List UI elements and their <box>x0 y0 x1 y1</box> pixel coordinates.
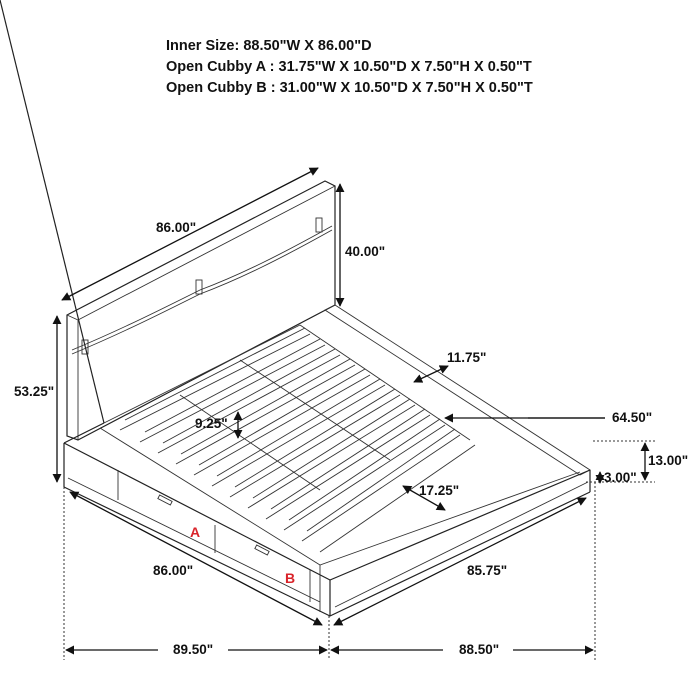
platform-frame <box>0 0 591 617</box>
headboard-width-dim: 86.00" <box>156 220 196 235</box>
slat-length-dim: 64.50" <box>612 410 652 425</box>
foot-length-dim: 85.75" <box>467 563 507 578</box>
cubby-a-label: A <box>190 524 200 540</box>
side-ledge-dim: 17.25" <box>419 483 459 498</box>
cubby-a-spec: Open Cubby A : 31.75"W X 10.50"D X 7.50"… <box>166 59 532 75</box>
overall-width-dim: 88.50" <box>459 642 499 657</box>
inner-size-spec: Inner Size: 88.50"W X 86.00"D <box>166 38 372 54</box>
rail-height-dim: 9.25" <box>195 416 228 431</box>
side-length-dim: 86.00" <box>153 563 193 578</box>
cubby-b-label: B <box>285 570 295 586</box>
headboard <box>66 180 336 441</box>
shelf-depth-dim: 11.75" <box>447 350 486 365</box>
overall-height-dim: 53.25" <box>14 384 54 399</box>
platform-height-dim: 13.00" <box>648 453 688 468</box>
cubby-b-spec: Open Cubby B : 31.00"W X 10.50"D X 7.50"… <box>166 80 533 96</box>
dimension-lines <box>52 167 655 660</box>
headboard-height-dim: 40.00" <box>345 244 385 259</box>
base-height-dim: 3.00" <box>604 470 637 485</box>
overall-depth-dim: 89.50" <box>173 642 213 657</box>
specifications-block: Inner Size: 88.50"W X 86.00"D Open Cubby… <box>166 36 533 99</box>
